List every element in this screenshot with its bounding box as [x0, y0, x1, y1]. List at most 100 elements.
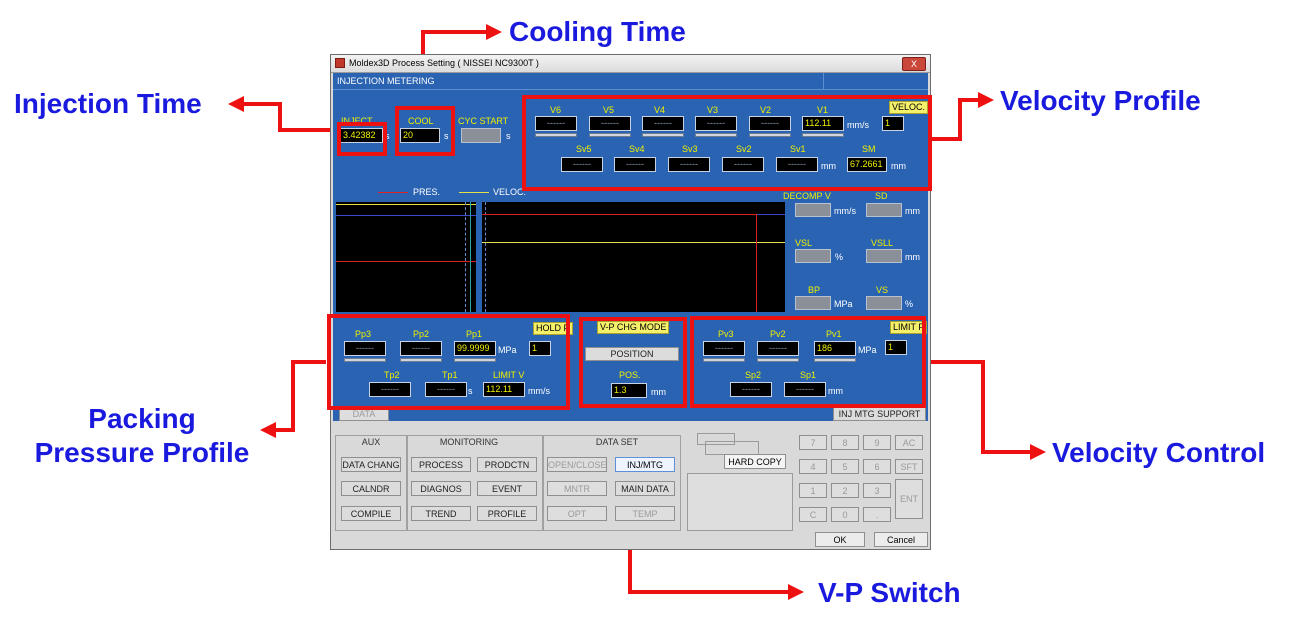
calndr-button[interactable]: CALNDR [341, 481, 401, 496]
tp1-field[interactable]: ------ [425, 382, 467, 397]
key-c[interactable]: C [799, 507, 827, 522]
trend-button[interactable]: TREND [411, 506, 471, 521]
cyc-start-field[interactable] [461, 128, 501, 143]
pp1-field[interactable]: 99.9999 [454, 341, 496, 356]
vsll-field[interactable] [866, 249, 902, 263]
v1-field[interactable]: 112.11 [802, 116, 844, 131]
v5-field[interactable]: ------ [589, 116, 631, 131]
key-6[interactable]: 6 [863, 459, 891, 474]
diagnos-button[interactable]: DIAGNOS [411, 481, 471, 496]
pv3-field[interactable]: ------ [703, 341, 745, 356]
cancel-button[interactable]: Cancel [874, 532, 928, 547]
mntr-button[interactable]: MNTR [547, 481, 607, 496]
key-ac[interactable]: AC [895, 435, 923, 450]
key-dot[interactable]: . [863, 507, 891, 522]
panel-header-label: INJECTION METERING [337, 76, 435, 86]
key-2[interactable]: 2 [831, 483, 859, 498]
key-ent[interactable]: ENT [895, 479, 923, 519]
sv2-label: Sv2 [736, 144, 752, 154]
ok-button[interactable]: OK [815, 532, 865, 547]
sv2-field[interactable]: ------ [722, 157, 764, 172]
opt-button[interactable]: OPT [547, 506, 607, 521]
sv4-field[interactable]: ------ [614, 157, 656, 172]
limit-v-field[interactable]: 112.11 [483, 382, 525, 397]
sd-field[interactable] [866, 203, 902, 217]
event-button[interactable]: EVENT [477, 481, 537, 496]
vsl-field[interactable] [795, 249, 831, 263]
pv1-field[interactable]: 186 [814, 341, 856, 356]
main-data-button[interactable]: MAIN DATA [615, 481, 675, 496]
vp-position-button[interactable]: POSITION [585, 347, 679, 361]
key-sft[interactable]: SFT [895, 459, 923, 474]
compile-button[interactable]: COMPILE [341, 506, 401, 521]
key-3[interactable]: 3 [863, 483, 891, 498]
sv1-field[interactable]: ------ [776, 157, 818, 172]
v6-label: V6 [550, 105, 562, 115]
key-8[interactable]: 8 [831, 435, 859, 450]
inject-unit: s [385, 131, 390, 141]
vs-field[interactable] [866, 296, 902, 310]
vp-mode-title: V-P CHG MODE [597, 321, 670, 334]
key-0[interactable]: 0 [831, 507, 859, 522]
sp-unit: mm [828, 386, 843, 396]
highlight-inject [337, 122, 387, 156]
key-5[interactable]: 5 [831, 459, 859, 474]
vsl-label: VSL [795, 238, 813, 248]
hold-p-tag: HOLD P [533, 322, 573, 335]
pv3-label: Pv3 [718, 329, 734, 339]
inject-time-field[interactable]: 3.42382 [340, 128, 383, 143]
temp-button[interactable]: TEMP [615, 506, 675, 521]
v2-field[interactable]: ------ [749, 116, 791, 131]
v6-field[interactable]: ------ [535, 116, 577, 131]
sp1-field[interactable]: ------ [784, 382, 826, 397]
pv1-bar [814, 358, 856, 362]
panel-header: INJECTION METERING [333, 73, 928, 90]
vp-pos-unit: mm [651, 387, 666, 397]
plot-marker [465, 202, 467, 312]
profile-button[interactable]: PROFILE [477, 506, 537, 521]
cyc-start-unit: s [506, 131, 511, 141]
pv2-bar [757, 358, 799, 362]
inj-mtg-button[interactable]: INJ/MTG [615, 457, 675, 472]
key-4[interactable]: 4 [799, 459, 827, 474]
data-chang-button[interactable]: DATA CHANG [341, 457, 401, 472]
bp-field[interactable] [795, 296, 831, 310]
sv5-label: Sv5 [576, 144, 592, 154]
pv2-label: Pv2 [770, 329, 786, 339]
plot-line [336, 204, 476, 205]
limit-p-unit: MPa [858, 345, 877, 355]
v4-bar [642, 133, 684, 137]
close-button[interactable]: X [902, 57, 926, 71]
hard-copy-button[interactable]: HARD COPY [724, 454, 786, 469]
prodctn-button[interactable]: PRODCTN [477, 457, 537, 472]
sv5-field[interactable]: ------ [561, 157, 603, 172]
sp2-field[interactable]: ------ [730, 382, 772, 397]
title-bar[interactable]: Moldex3D Process Setting ( NISSEI NC9300… [331, 55, 930, 73]
tp2-label: Tp2 [384, 370, 400, 380]
limit-p-step-field[interactable]: 1 [885, 340, 907, 355]
pv2-field[interactable]: ------ [757, 341, 799, 356]
cool-time-field[interactable]: 20 [400, 128, 440, 143]
key-1[interactable]: 1 [799, 483, 827, 498]
key-7[interactable]: 7 [799, 435, 827, 450]
hold-p-step-field[interactable]: 1 [529, 341, 551, 356]
process-setting-window: Moldex3D Process Setting ( NISSEI NC9300… [327, 54, 932, 550]
highlight-velocity [522, 95, 932, 191]
sm-field[interactable]: 67.2661 [847, 157, 887, 172]
veloc-step-field[interactable]: 1 [882, 116, 904, 131]
v4-field[interactable]: ------ [642, 116, 684, 131]
key-9[interactable]: 9 [863, 435, 891, 450]
veloc-legend-line [459, 192, 489, 193]
pp2-field[interactable]: ------ [400, 341, 442, 356]
v3-label: V3 [707, 105, 719, 115]
tab-inj-mtg-support[interactable]: INJ MTG SUPPORT [833, 407, 926, 421]
decomp-v-field[interactable] [795, 203, 831, 217]
process-button[interactable]: PROCESS [411, 457, 471, 472]
open-close-button[interactable]: OPEN/CLOSE [547, 457, 607, 472]
vp-pos-field[interactable]: 1.3 [611, 383, 647, 398]
v3-field[interactable]: ------ [695, 116, 737, 131]
tp2-field[interactable]: ------ [369, 382, 411, 397]
sv3-field[interactable]: ------ [668, 157, 710, 172]
app-icon [335, 58, 345, 68]
pp3-field[interactable]: ------ [344, 341, 386, 356]
